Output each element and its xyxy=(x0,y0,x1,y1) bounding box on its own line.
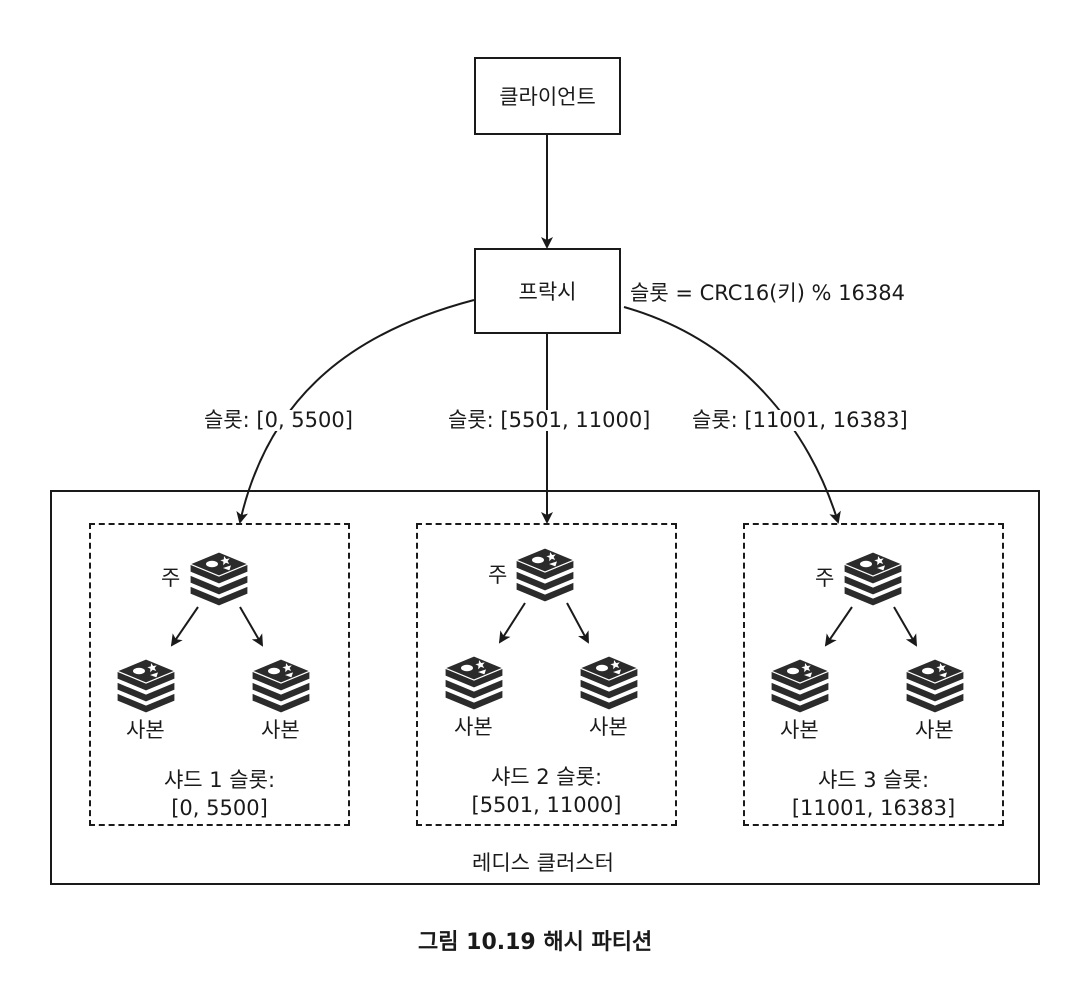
redis-server-icon xyxy=(115,655,177,717)
shard1-primary-to-replica-b-arrow xyxy=(239,606,264,647)
shard1-replica-b-label: 사본 xyxy=(261,718,300,742)
proxy-box: 프락시 xyxy=(474,248,621,334)
cluster-label: 레디스 클러스터 xyxy=(472,851,614,875)
shard3-primary-to-replica-b-arrow xyxy=(893,606,918,647)
client-box: 클라이언트 xyxy=(474,57,621,135)
shard-2-box xyxy=(416,523,677,826)
shard3-caption-line1: 샤드 3 슬롯: xyxy=(817,768,930,792)
shard3-primary-label: 주 xyxy=(815,566,835,590)
shard2-caption-line1: 샤드 2 슬롯: xyxy=(490,765,603,789)
shard2-replica-a-label: 사본 xyxy=(454,715,493,739)
figure-title: 해시 파티션 xyxy=(543,930,653,955)
shard1-primary-label: 주 xyxy=(161,566,181,590)
shard2-primary-to-replica-a-arrow xyxy=(498,602,526,644)
redis-server-icon xyxy=(443,652,505,714)
shard3-caption: 샤드 3 슬롯: [11001, 16383] xyxy=(743,766,1004,823)
shard3-replica-b-label: 사본 xyxy=(915,718,954,742)
shard2-caption: 샤드 2 슬롯: [5501, 11000] xyxy=(416,763,677,820)
proxy-to-shard1-arrow xyxy=(236,299,475,524)
redis-server-icon xyxy=(578,652,640,714)
shard-3-box xyxy=(743,523,1004,826)
redis-cluster xyxy=(50,490,1040,885)
shard-1-box xyxy=(89,523,350,826)
route-label-2: 슬롯: [5501, 11000] xyxy=(448,408,651,432)
shard2-primary-to-replica-b-arrow xyxy=(566,602,589,644)
client-label: 클라이언트 xyxy=(499,85,596,109)
slot-formula: 슬롯 = CRC16(키) % 16384 xyxy=(630,281,905,305)
shard3-caption-line2: [11001, 16383] xyxy=(791,796,956,821)
proxy-to-shard3-arrow xyxy=(623,306,841,524)
route-label-3: 슬롯: [11001, 16383] xyxy=(692,408,908,432)
shard3-replica-a-label: 사본 xyxy=(780,718,819,742)
figure-caption: 그림 10.19 해시 파티션 xyxy=(418,924,652,956)
route-label-1: 슬롯: [0, 5500] xyxy=(204,408,353,432)
shard1-caption-line2: [0, 5500] xyxy=(171,796,268,821)
shard3-primary-to-replica-a-arrow xyxy=(824,606,853,647)
redis-server-icon xyxy=(250,655,312,717)
shard1-caption: 샤드 1 슬롯: [0, 5500] xyxy=(89,766,350,823)
shard1-replica-a-label: 사본 xyxy=(126,718,165,742)
redis-server-icon xyxy=(514,544,576,606)
shard2-primary-label: 주 xyxy=(488,563,508,587)
shard1-primary-to-replica-a-arrow xyxy=(170,606,199,647)
redis-server-icon xyxy=(188,548,250,610)
figure-number: 그림 10.19 xyxy=(418,930,536,955)
shard2-caption-line2: [5501, 11000] xyxy=(471,793,622,818)
shard2-replica-b-label: 사본 xyxy=(589,715,628,739)
redis-server-icon xyxy=(904,655,966,717)
proxy-label: 프락시 xyxy=(518,280,577,304)
shard1-caption-line1: 샤드 1 슬롯: xyxy=(163,768,276,792)
redis-server-icon xyxy=(769,655,831,717)
redis-server-icon xyxy=(842,548,904,610)
